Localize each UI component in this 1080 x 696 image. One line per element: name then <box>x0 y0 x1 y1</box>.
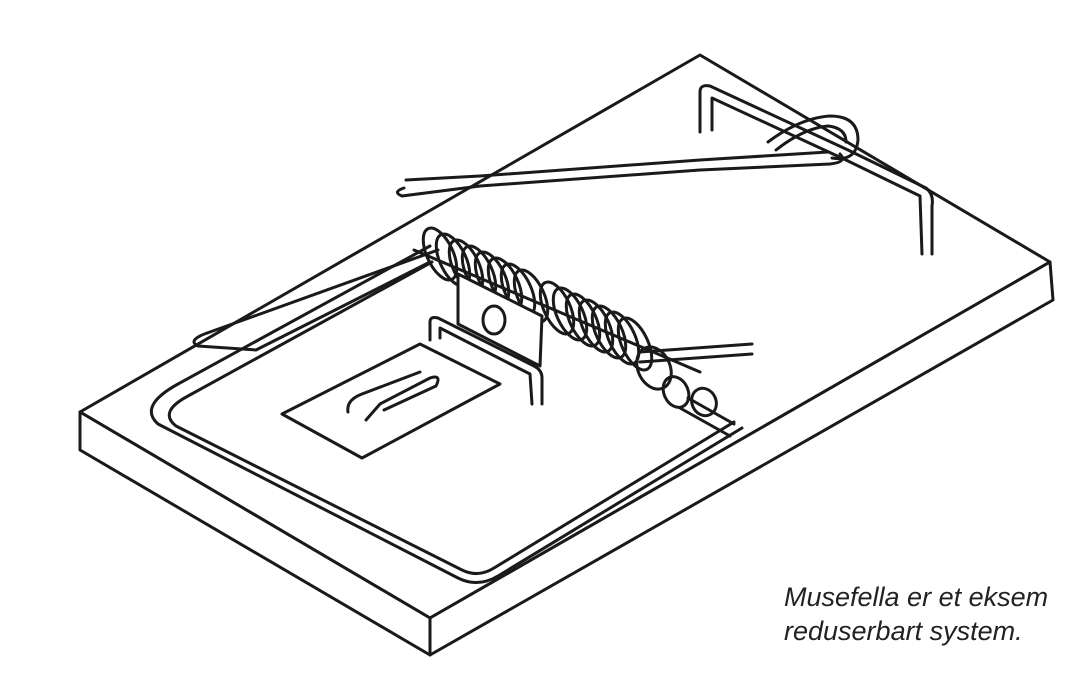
figure-caption: Musefella er et eksem reduserbart system… <box>784 580 1080 648</box>
base-side-face <box>428 260 1055 657</box>
caption-line-1: Musefella er et eksem <box>784 582 1049 612</box>
bait-pedal <box>280 342 502 460</box>
spring-clamp <box>456 272 544 368</box>
caption-line-2: reduserbart system. <box>784 616 1023 646</box>
pedal-staple <box>428 316 544 406</box>
snap-bar <box>149 244 744 584</box>
bail-staple <box>698 84 934 256</box>
trap-base <box>78 53 1055 657</box>
clamp-hole <box>481 304 507 336</box>
